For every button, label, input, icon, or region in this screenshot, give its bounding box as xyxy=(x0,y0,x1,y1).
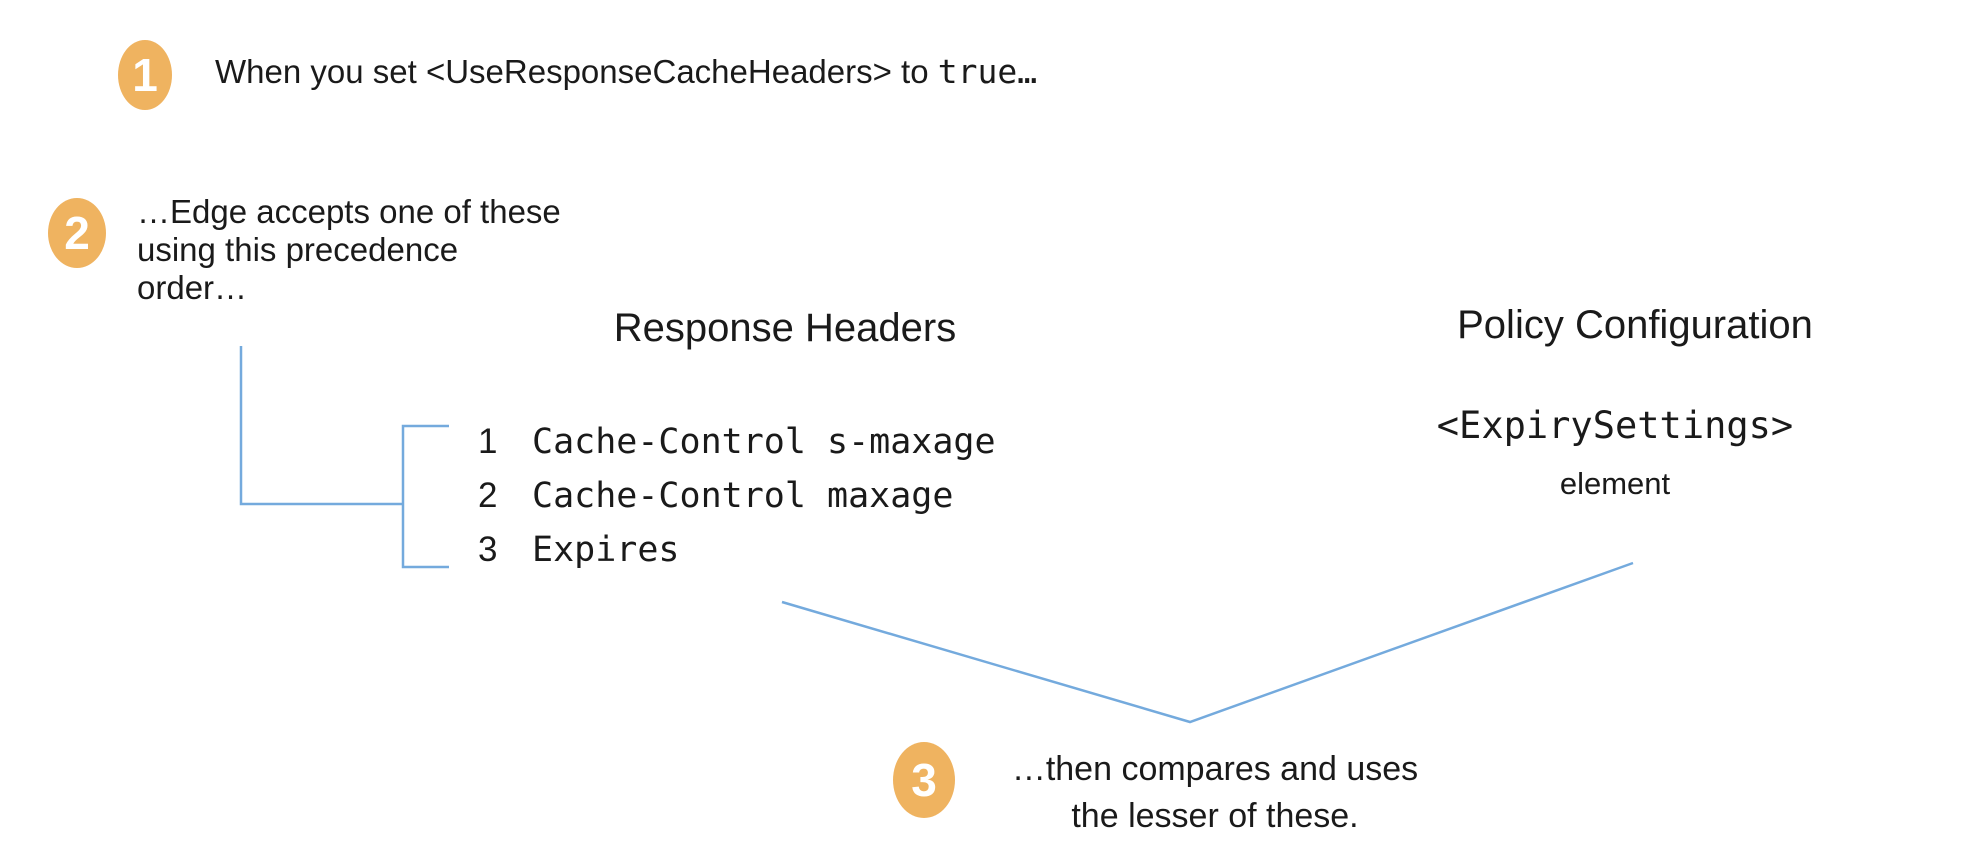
step1-text-prefix: When you set <UseResponseCacheHeaders> t… xyxy=(215,53,938,90)
item-value: Cache-Control s-maxage xyxy=(532,422,996,462)
step2-text: …Edge accepts one of these using this pr… xyxy=(137,193,561,306)
step3-text: …then compares and uses the lesser of th… xyxy=(1011,750,1419,835)
list-item: 2 Cache-Control maxage xyxy=(478,469,996,523)
step2-to-list-connector-line xyxy=(239,346,403,506)
item-rank: 2 xyxy=(478,476,498,515)
step2-number: 2 xyxy=(64,207,90,259)
element-caption: element xyxy=(1559,466,1671,501)
list-bracket-line xyxy=(401,424,449,569)
item-value: Cache-Control maxage xyxy=(532,476,954,516)
step1-text: When you set <UseResponseCacheHeaders> t… xyxy=(215,52,1037,92)
list-item: 3 Expires xyxy=(478,523,996,577)
policy-configuration-title: Policy Configuration xyxy=(1457,303,1813,347)
expiry-settings-code: <ExpirySettings> xyxy=(1436,404,1794,447)
item-value: Expires xyxy=(532,530,680,570)
step1-number: 1 xyxy=(132,49,158,101)
step3-badge: 3 xyxy=(893,742,955,818)
step3-number: 3 xyxy=(911,754,937,806)
item-rank: 1 xyxy=(478,422,498,461)
list-item: 1 Cache-Control s-maxage xyxy=(478,415,996,469)
step1-badge: 1 xyxy=(118,40,172,110)
response-headers-title: Response Headers xyxy=(613,306,957,350)
compare-v-line xyxy=(781,561,1634,724)
step2-badge: 2 xyxy=(48,198,106,268)
response-headers-list: 1 Cache-Control s-maxage 2 Cache-Control… xyxy=(478,415,996,577)
true-code-text: true… xyxy=(937,52,1038,91)
item-rank: 3 xyxy=(478,530,498,569)
